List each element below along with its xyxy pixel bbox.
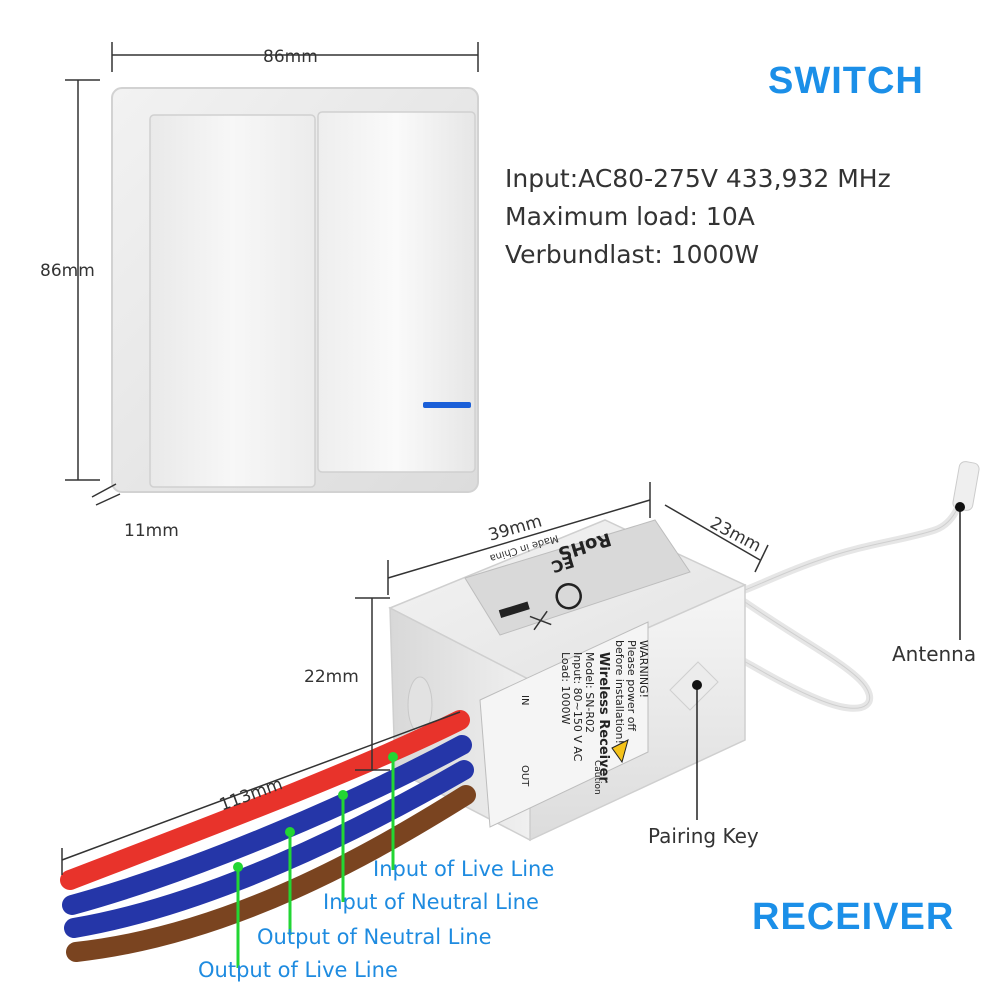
- wire-red: [60, 710, 470, 890]
- receiver-input: Input: 80~150 V AC: [571, 652, 584, 762]
- wall-switch: [111, 87, 479, 493]
- receiver-dim-height: 22mm: [304, 667, 359, 687]
- switch-title: SWITCH: [768, 60, 924, 102]
- wire-label-input-neutral: Input of Neutral Line: [323, 890, 539, 914]
- wire-label-output-live: Output of Live Line: [198, 958, 398, 982]
- callout-lines: [696, 507, 961, 820]
- led-indicator: [423, 402, 471, 408]
- pairing-key-callout-dot: [692, 680, 702, 690]
- wire-marker-dots: [233, 752, 398, 872]
- wire-marker-lines: [236, 757, 395, 968]
- switch-dimension-lines: [65, 42, 479, 506]
- pairing-key-label: Pairing Key: [648, 824, 759, 848]
- terminal-in: IN: [519, 695, 530, 705]
- spec-combined-load: Verbundlast: 1000W: [505, 240, 760, 269]
- wire-label-input-live: Input of Live Line: [373, 857, 555, 881]
- antenna-wire: [738, 481, 969, 712]
- spec-max-load: Maximum load: 10A: [505, 202, 755, 231]
- marker-dot-output-live: [233, 862, 243, 872]
- caution-icon: [611, 739, 629, 764]
- warning-line-2: before installation!: [613, 640, 626, 744]
- bar-mark: [498, 601, 530, 618]
- receiver-dimension-lines: [61, 482, 769, 875]
- wire-blue-2: [64, 760, 474, 938]
- receiver-title: RECEIVER: [752, 896, 955, 938]
- marker-dot-input-neutral: [338, 790, 348, 800]
- spec-input: Input:AC80-275V 433,932 MHz: [505, 164, 891, 193]
- wire-bundle: [60, 710, 476, 962]
- switch-dim-height: 86mm: [40, 261, 95, 281]
- switch-dim-depth: 11mm: [124, 521, 179, 541]
- caution-text: Caution: [592, 760, 602, 795]
- antenna-tip: [952, 461, 980, 511]
- terminal-out: OUT: [519, 765, 530, 787]
- antenna-wire-outline: [741, 484, 966, 709]
- side-label-text: WARNING! Please power off before install…: [519, 640, 650, 795]
- switch-specs: Input:AC80-275V 433,932 MHz Maximum load…: [505, 160, 891, 274]
- antenna-label: Antenna: [892, 642, 977, 666]
- receiver-load: Load: 1000W: [559, 652, 572, 725]
- receiver-model: Model: SN-R02: [583, 652, 596, 733]
- warning-line-1: Please power off: [625, 640, 638, 731]
- wire-blue-1: [62, 735, 472, 915]
- wire-brown: [66, 785, 476, 962]
- ce-mark: [555, 582, 582, 610]
- receiver-side-label: [479, 621, 649, 828]
- weee-icon: [529, 610, 552, 631]
- switch-rocker-right: [317, 111, 476, 473]
- receiver-name: Wireless Receiver: [596, 652, 611, 783]
- marker-dot-input-live: [388, 752, 398, 762]
- warning-title: WARNING!: [637, 640, 650, 698]
- receiver-dim-depth: 23mm: [707, 513, 765, 556]
- switch-dim-width: 86mm: [263, 47, 318, 67]
- marker-dot-output-neutral: [285, 827, 295, 837]
- wire-label-output-neutral: Output of Neutral Line: [257, 925, 492, 949]
- switch-rocker-left: [149, 114, 316, 488]
- antenna-callout-dot: [955, 502, 965, 512]
